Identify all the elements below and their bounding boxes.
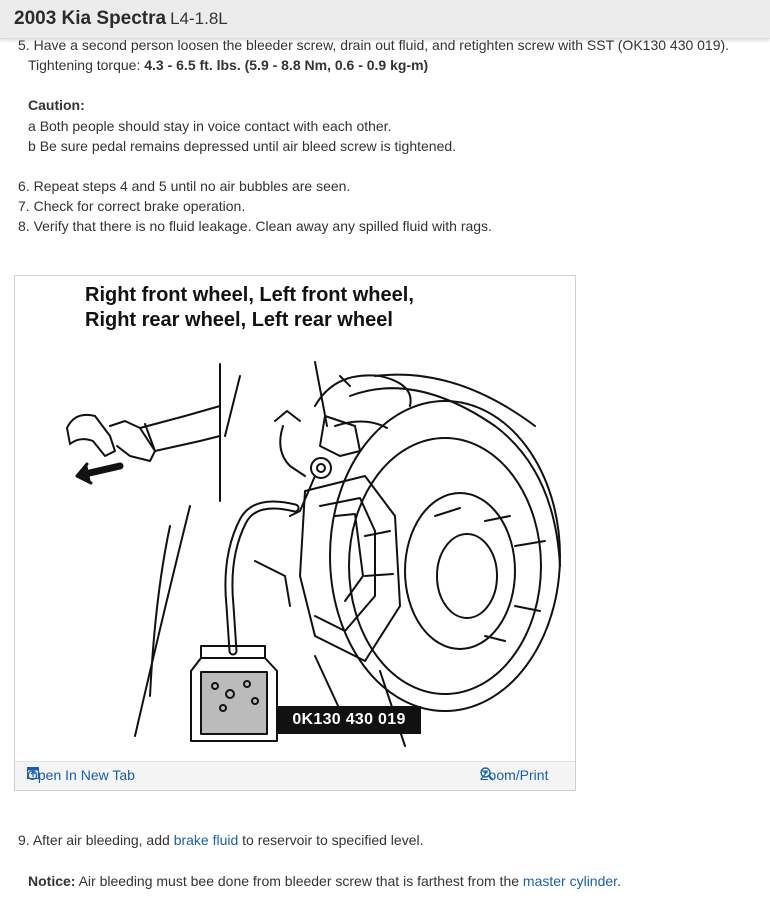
notice-text-before: Air bleeding must bee done from bleeder … <box>75 873 523 889</box>
notice-text-after: . <box>617 873 621 889</box>
step-number: 5. <box>18 37 30 53</box>
notice: Notice: Air bleeding must bee done from … <box>28 872 621 890</box>
caution-text: Be sure pedal remains depressed until ai… <box>39 138 457 154</box>
step-text: Repeat steps 4 and 5 until no air bubble… <box>33 178 351 194</box>
step-text: Check for correct brake operation. <box>33 198 246 214</box>
tightening-torque: Tightening torque: 4.3 - 6.5 ft. lbs. (5… <box>28 56 428 74</box>
torque-label: Tightening torque: <box>28 57 141 73</box>
caution-heading-text: Caution: <box>28 97 85 113</box>
step-text: Have a second person loosen the bleeder … <box>33 37 730 53</box>
engine-spec: L4-1.8L <box>170 9 228 28</box>
torque-value: 4.3 - 6.5 ft. lbs. (5.9 - 8.8 Nm, 0.6 - … <box>144 57 429 73</box>
caution-item: b Be sure pedal remains depressed until … <box>28 137 456 155</box>
master-cylinder-link[interactable]: master cylinder <box>522 873 618 889</box>
open-in-new-tab-button[interactable]: Open In New Tab <box>27 767 135 783</box>
brake-fluid-link[interactable]: brake fluid <box>173 832 239 848</box>
step-text-after: to reservoir to specified level. <box>238 832 424 848</box>
vehicle-name: 2003 Kia Spectra <box>14 8 167 29</box>
brake-bleeding-illustration <box>66 361 561 747</box>
open-in-new-tab-icon <box>27 767 39 779</box>
figure-caption-line2: Right rear wheel, Left rear wheel <box>85 309 393 331</box>
step-5: 5. Have a second person loosen the bleed… <box>18 36 729 54</box>
step-7: 7. Check for correct brake operation. <box>18 197 245 215</box>
step-number: 6. <box>18 178 30 194</box>
step-number: 7. <box>18 198 30 214</box>
caution-marker: a <box>28 118 36 134</box>
step-text: Verify that there is no fluid leakage. C… <box>33 218 492 234</box>
zoom-in-icon <box>480 767 494 781</box>
figure-footer: Open In New Tab Zoom/Print <box>15 761 575 790</box>
part-number-label: 0K130 430 019 <box>277 706 421 734</box>
step-9: 9. After air bleeding, add brake fluid t… <box>18 831 423 849</box>
notice-label: Notice: <box>28 873 76 889</box>
caution-marker: b <box>28 138 36 154</box>
figure-caption-line1: Right front wheel, Left front wheel, <box>85 284 414 306</box>
step-number: 8. <box>18 218 30 234</box>
caution-item: a Both people should stay in voice conta… <box>28 117 391 135</box>
brake-bleeding-figure[interactable]: Right front wheel, Left front wheel, Rig… <box>14 275 576 791</box>
open-in-new-tab-label: Open In New Tab <box>27 767 135 783</box>
zoom-print-label: Zoom/Print <box>480 767 549 783</box>
step-text-before: After air bleeding, add <box>32 832 174 848</box>
zoom-print-button[interactable]: Zoom/Print <box>480 767 548 783</box>
caution-heading: Caution: <box>28 96 85 114</box>
step-8: 8. Verify that there is no fluid leakage… <box>18 217 492 235</box>
step-number: 9. <box>18 832 30 848</box>
caution-text: Both people should stay in voice contact… <box>39 118 392 134</box>
step-6: 6. Repeat steps 4 and 5 until no air bub… <box>18 177 350 195</box>
